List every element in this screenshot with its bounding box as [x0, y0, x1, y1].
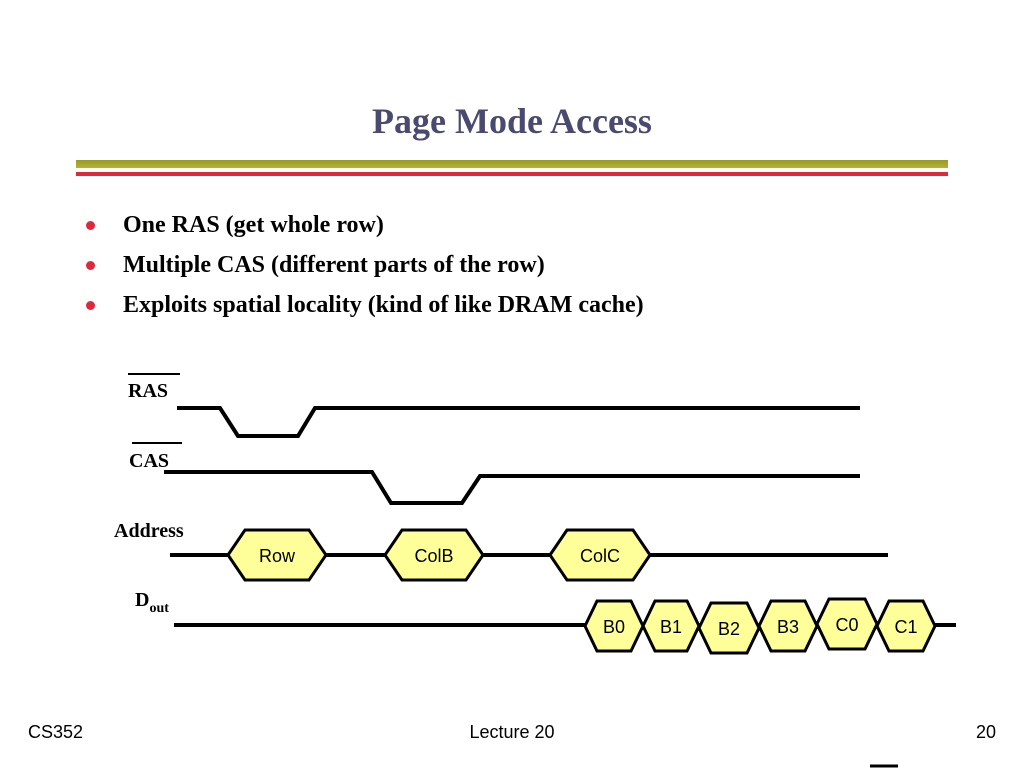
- dout-box-label: C0: [835, 615, 858, 635]
- dout-label-sub: out: [149, 601, 169, 616]
- address-box-label: ColB: [414, 546, 453, 566]
- bullet-text: Multiple CAS (different parts of the row…: [123, 252, 545, 278]
- bullet-item: Exploits spatial locality (kind of like …: [86, 285, 986, 325]
- dout-box-b0: B0: [583, 599, 645, 653]
- address-label: Address: [114, 520, 184, 542]
- dout-label-main: D: [135, 589, 149, 611]
- bullet-dot-icon: [86, 261, 95, 270]
- address-box-label: Row: [259, 546, 296, 566]
- address-box-colc: ColC: [548, 528, 652, 582]
- ras-label: RAS: [128, 380, 168, 402]
- title-rule-red: [76, 172, 948, 176]
- bullet-text: Exploits spatial locality (kind of like …: [123, 292, 644, 318]
- dout-box-label: B3: [777, 617, 799, 637]
- dout-box-label: C1: [894, 617, 917, 637]
- address-box-label: ColC: [580, 546, 620, 566]
- dout-box-c1: C1: [875, 599, 937, 653]
- slide-title: Page Mode Access: [372, 101, 652, 141]
- dout-box-b3: B3: [757, 599, 819, 653]
- dout-box-label: B1: [660, 617, 682, 637]
- bullet-text: One RAS (get whole row): [123, 212, 384, 238]
- address-box-colb: ColB: [383, 528, 485, 582]
- dout-box-b1: B1: [641, 599, 701, 653]
- dout-box-b2: B2: [697, 601, 761, 655]
- dout-box-label: B0: [603, 617, 625, 637]
- footer-lecture: Lecture 20: [469, 722, 555, 742]
- footer-page-number: 20: [975, 722, 996, 742]
- footer-course: CS352: [28, 722, 84, 742]
- bullet-dot-icon: [86, 301, 95, 310]
- address-box-row: Row: [226, 528, 328, 582]
- bullet-item: Multiple CAS (different parts of the row…: [86, 245, 986, 285]
- bullet-list: One RAS (get whole row) Multiple CAS (di…: [86, 205, 986, 325]
- title-rule-olive: [76, 160, 948, 168]
- ras-waveform: [177, 406, 860, 438]
- dout-label: Dout: [135, 589, 169, 616]
- cas-waveform: [164, 470, 860, 505]
- dout-box-label: B2: [718, 619, 740, 639]
- dout-box-c0: C0: [815, 597, 879, 651]
- cas-label: CAS: [129, 450, 169, 472]
- bullet-dot-icon: [86, 221, 95, 230]
- bullet-item: One RAS (get whole row): [86, 205, 986, 245]
